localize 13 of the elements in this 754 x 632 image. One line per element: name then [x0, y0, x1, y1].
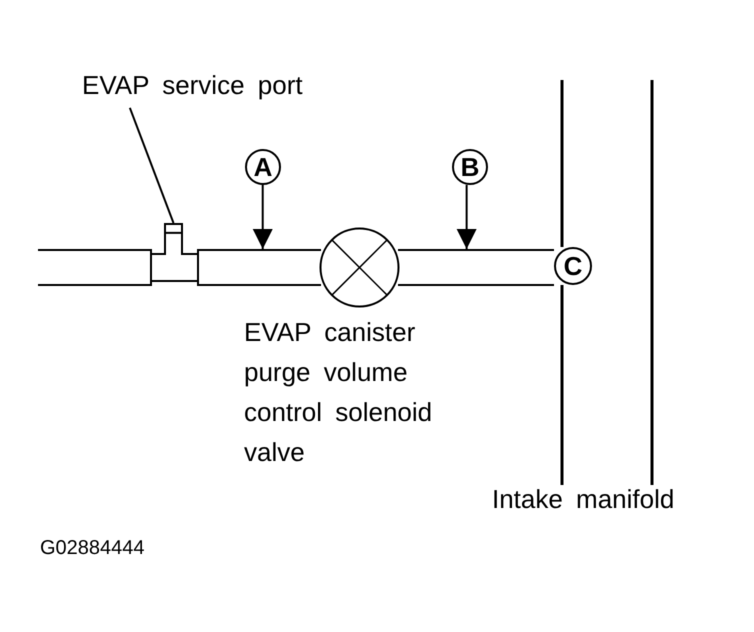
arrow [252, 185, 273, 249]
leader-line [128, 107, 174, 224]
service-port-fitting [164, 223, 183, 241]
part-label: Intake manifold [492, 484, 674, 515]
callout-letter: B [452, 149, 488, 185]
callout-letter: A [245, 149, 281, 185]
callout-letter: C [554, 247, 592, 285]
component-label: EVAP canister purge volume control solenoid valve [244, 316, 434, 469]
pipe-segment [398, 249, 554, 286]
arrow [456, 185, 477, 249]
callout-label: EVAP service port [82, 70, 372, 106]
solenoid-valve-symbol [319, 227, 400, 308]
figure-code: G02884444 [40, 537, 145, 560]
